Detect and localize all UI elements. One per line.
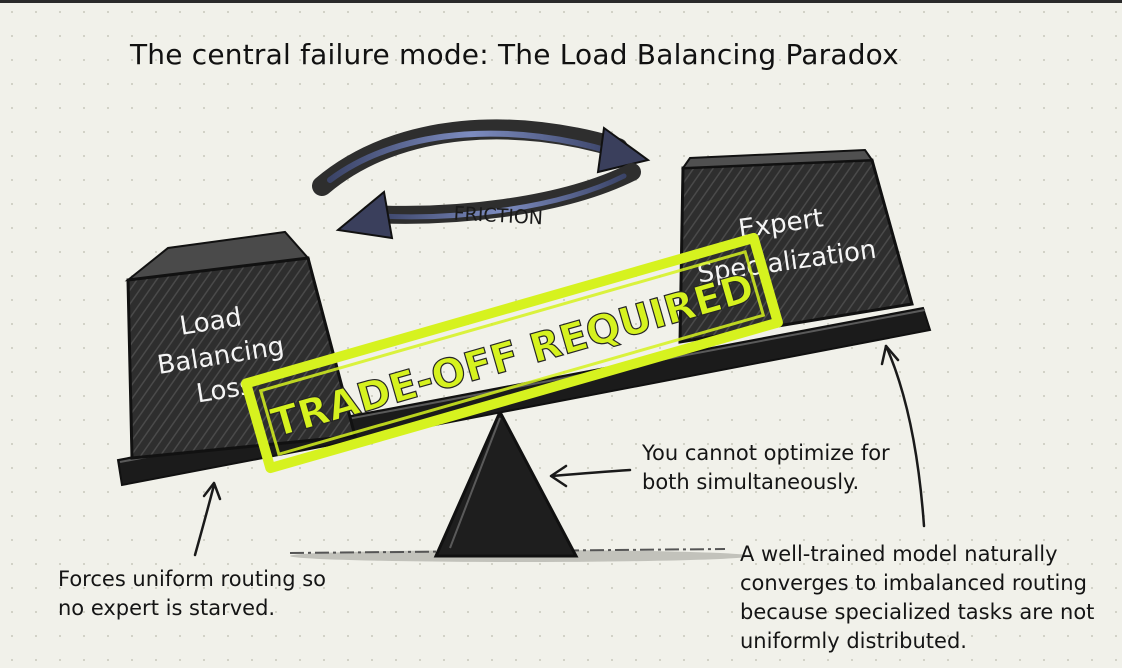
left-note: Forces uniform routing so no expert is s… [58, 567, 327, 620]
friction-arrows: FRICTION [312, 119, 651, 240]
annotation-arrows [193, 344, 926, 557]
left-note-arrowhead [202, 481, 222, 501]
left-note-arrow-icon [193, 483, 216, 557]
middle-note-arrowhead [549, 464, 568, 488]
friction-arrow-left-head-icon [335, 190, 394, 240]
friction-arrow-right-head-icon [596, 126, 651, 174]
right-weight-top [681, 148, 874, 170]
middle-note-arrow-icon [550, 468, 632, 478]
page-title: The central failure mode: The Load Balan… [130, 38, 899, 71]
friction-arrow-right-sheen [327, 130, 615, 183]
ground-line [289, 548, 726, 554]
friction-label: FRICTION [453, 203, 543, 230]
fulcrum-highlight [449, 417, 501, 549]
right-note: A well-trained model naturally converges… [740, 542, 1095, 653]
middle-note: You cannot optimize for both simultaneou… [642, 441, 890, 494]
friction-arrow-left-sheen [375, 173, 627, 220]
left-weight-body [126, 256, 357, 460]
top-border [0, 0, 1122, 3]
right-note-arrowhead [880, 344, 900, 366]
stamp-border-outer [241, 232, 783, 474]
stamp-border-inner [258, 249, 766, 457]
right-note-arrow-icon [884, 344, 926, 528]
fulcrum [433, 408, 579, 558]
